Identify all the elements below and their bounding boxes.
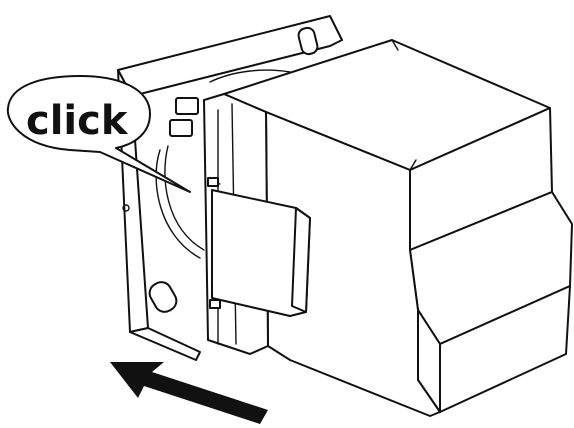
din-module [203, 39, 573, 417]
callout-label: click [26, 98, 129, 144]
arrow-push-icon [110, 362, 268, 424]
click-callout: click [6, 75, 191, 193]
